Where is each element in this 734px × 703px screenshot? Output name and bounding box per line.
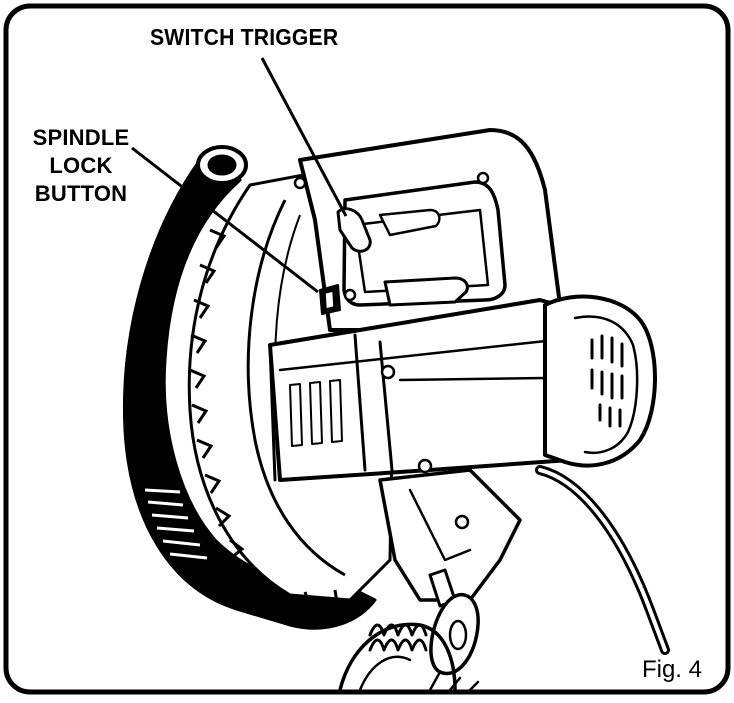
figure-caption: Fig. 4 xyxy=(641,656,702,683)
spindle-lock-leader xyxy=(131,146,319,294)
frame-border xyxy=(3,3,731,695)
spindle-lock-label-line-2: LOCK xyxy=(49,153,113,178)
guard-vents xyxy=(144,488,208,560)
power-cord xyxy=(535,465,670,655)
switch-trigger-leader xyxy=(260,57,348,217)
blade-guard xyxy=(122,145,377,630)
spindle-lock-label-line-1: SPINDLE xyxy=(32,125,130,150)
pivot-arm xyxy=(338,468,522,692)
saw-housing xyxy=(268,128,657,482)
spindle-lock-label-line-3: BUTTON xyxy=(34,181,128,206)
spindle-lock-button-label: SPINDLE LOCK BUTTON xyxy=(28,124,134,208)
switch-trigger-label: SWITCH TRIGGER xyxy=(150,24,339,50)
